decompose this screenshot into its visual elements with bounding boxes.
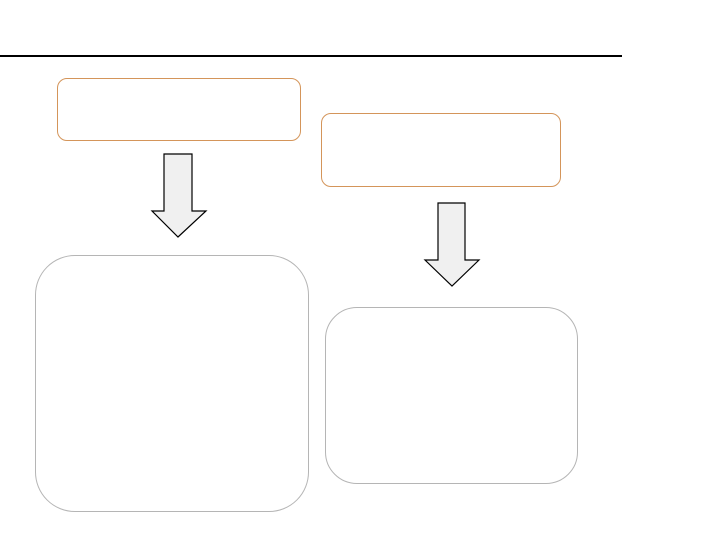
right-bottom-box [325,307,578,484]
left-bottom-box [35,255,309,512]
right-down-arrow-icon [423,202,481,287]
left-top-box [57,78,301,141]
left-down-arrow-icon [150,153,208,238]
header-rule [0,55,622,57]
right-top-box [321,113,561,187]
